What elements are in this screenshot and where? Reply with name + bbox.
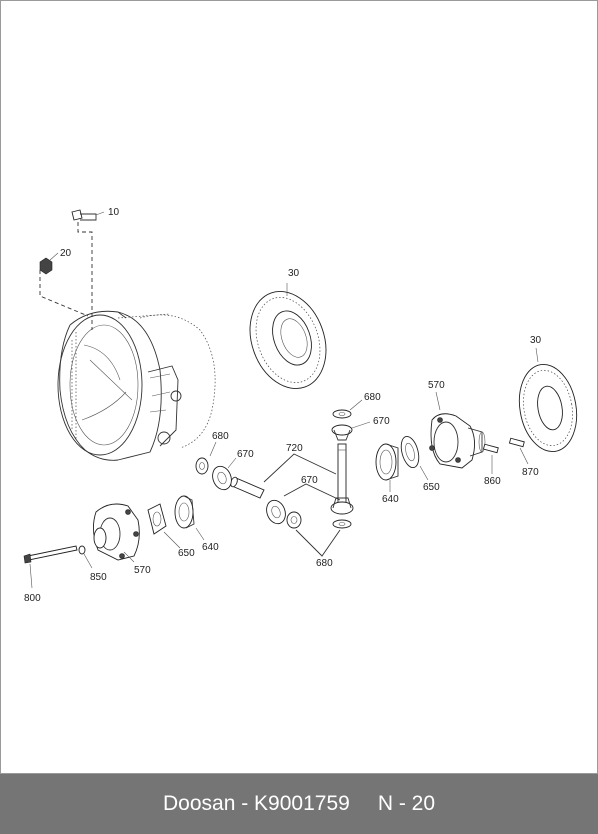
washer-680-left-mid xyxy=(286,511,302,529)
leader-670c xyxy=(283,483,341,501)
diff-case-570a xyxy=(429,391,486,469)
label-680-lower: 680 xyxy=(316,558,333,569)
diff-case-570b xyxy=(93,503,140,563)
label-670-mid: 670 xyxy=(301,475,318,486)
pinion-670-left-mid xyxy=(266,499,286,525)
label-860: 860 xyxy=(484,476,501,487)
cross-shaft-horizontal xyxy=(230,476,265,499)
label-30-upper: 30 xyxy=(288,268,300,279)
label-10: 10 xyxy=(108,207,120,218)
label-640-right: 640 xyxy=(382,494,399,505)
label-800: 800 xyxy=(24,593,41,604)
label-570-left: 570 xyxy=(134,565,151,576)
footer-brand-part: Doosan - K9001759 xyxy=(163,792,350,815)
label-870: 870 xyxy=(522,467,539,478)
pin-860 xyxy=(482,443,499,474)
pinion-670a xyxy=(331,421,371,441)
label-670-left: 670 xyxy=(237,449,254,460)
label-720: 720 xyxy=(286,443,303,454)
label-640-left: 640 xyxy=(202,542,219,553)
label-570-right: 570 xyxy=(428,380,445,391)
label-20: 20 xyxy=(60,248,72,259)
ring-gear-30a xyxy=(249,283,327,390)
washer-680c xyxy=(332,519,352,529)
washer-680a xyxy=(332,399,363,419)
bolt-leader xyxy=(77,222,93,330)
label-850: 850 xyxy=(90,572,107,583)
nut-20 xyxy=(39,252,59,275)
label-30-right: 30 xyxy=(530,335,542,346)
label-650-right: 650 xyxy=(423,482,440,493)
label-650-left: 650 xyxy=(178,548,195,559)
label-680-left: 680 xyxy=(212,431,229,442)
pinion-670b xyxy=(212,457,237,491)
exploded-parts-diagram: 10 20 30 30 680 670 570 680 670 720 670 … xyxy=(23,207,578,604)
thrust-washer-650b xyxy=(147,503,181,549)
cross-shaft-720-vertical xyxy=(337,443,347,507)
washer-850 xyxy=(78,545,93,569)
pin-870 xyxy=(508,437,529,465)
side-gear-640a xyxy=(375,443,399,492)
thrust-washer-650a xyxy=(400,435,429,481)
footer-bar: Doosan - K9001759 N - 20 xyxy=(0,774,598,834)
bolt-800 xyxy=(23,545,78,589)
pinion-670c xyxy=(330,497,354,515)
ring-gear-30b xyxy=(518,347,578,453)
leader-680c xyxy=(295,529,341,557)
label-670-upper: 670 xyxy=(373,416,390,427)
washer-680b xyxy=(195,441,217,475)
axle-housing xyxy=(57,310,216,461)
side-gear-640b xyxy=(174,495,205,541)
footer-page: N - 20 xyxy=(377,792,435,815)
nut-leader xyxy=(39,270,89,317)
label-680-upper: 680 xyxy=(364,392,381,403)
bolt-10 xyxy=(71,209,105,221)
leader-720 xyxy=(263,453,337,483)
